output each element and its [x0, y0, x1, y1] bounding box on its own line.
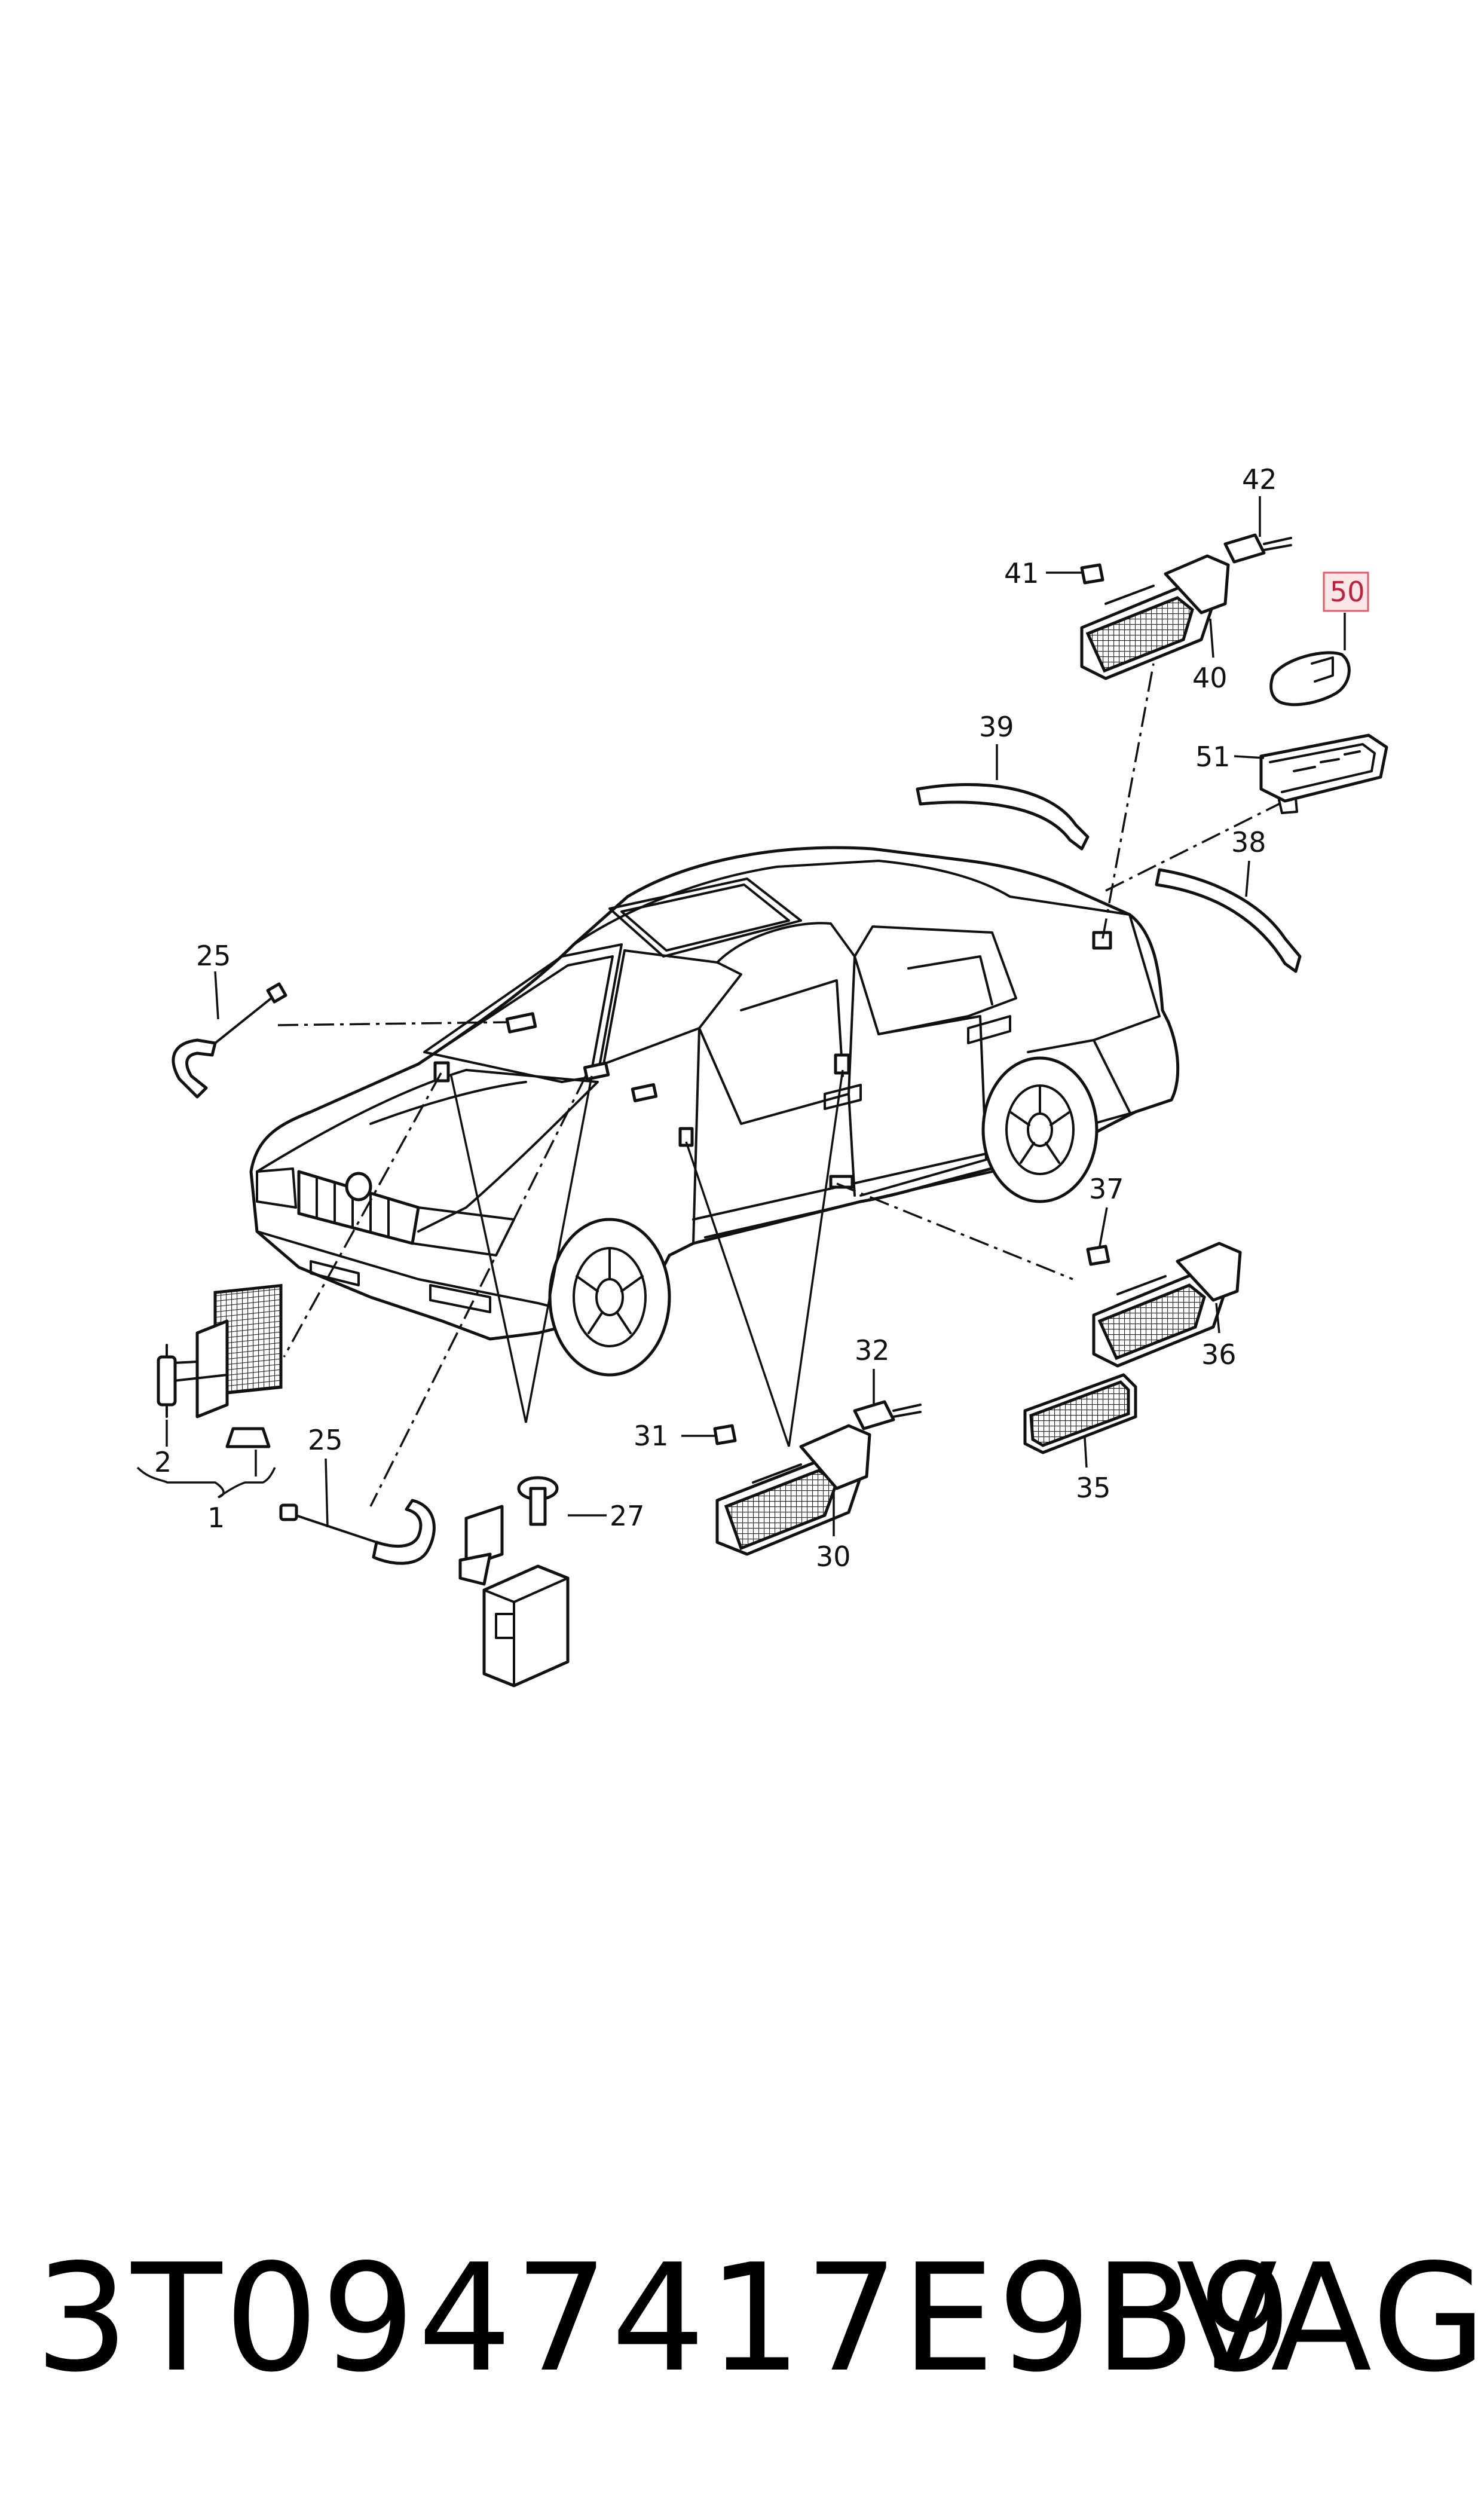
- part-38-trim: [1155, 860, 1302, 973]
- part-35-lens: [1023, 1373, 1137, 1468]
- part-25-cable-upper: [172, 971, 287, 1099]
- callout-30: 30: [816, 1540, 851, 1573]
- callout-1: 1: [207, 1502, 225, 1534]
- callout-51: 51: [1195, 741, 1231, 773]
- part-1-lamp-assembly: [136, 1283, 283, 1499]
- part-40-lamp: [1046, 496, 1292, 680]
- part-50-cover: [1269, 571, 1369, 707]
- callout-25-lower: 25: [308, 1424, 343, 1456]
- part-39-trim: [916, 744, 1090, 851]
- callout-37: 37: [1089, 1173, 1124, 1205]
- brand-name: VAG: [1176, 2233, 1484, 2405]
- leader-lines: [277, 663, 1280, 1507]
- part-25-cable-lower: [279, 1458, 436, 1565]
- callout-38: 38: [1231, 826, 1266, 858]
- callout-31: 31: [634, 1420, 669, 1452]
- part-36-lamp: [1086, 1207, 1242, 1368]
- callout-36: 36: [1201, 1338, 1237, 1371]
- part-number: 3T0947417E9B9: [35, 2233, 1295, 2405]
- callout-41: 41: [1004, 557, 1039, 589]
- callout-39: 39: [979, 711, 1014, 743]
- callout-32: 32: [855, 1334, 890, 1367]
- callout-25-upper: 25: [196, 940, 231, 972]
- callout-42: 42: [1242, 463, 1277, 496]
- callout-labels: 1 2 25 25 27 30 31 32 35 36 37 38 39 40 …: [154, 463, 1365, 1573]
- part-51-housing: [1234, 733, 1388, 814]
- part-30-lamp: [681, 1369, 922, 1556]
- callout-35: 35: [1076, 1472, 1111, 1504]
- highlight-box: [1323, 571, 1369, 612]
- callout-2: 2: [154, 1446, 172, 1478]
- callout-27: 27: [610, 1500, 645, 1532]
- part-27-switch: [458, 1476, 607, 1688]
- parts-diagram: 1 2 25 25 27 30 31 32 35 36 37 38 39 40 …: [136, 463, 1388, 1688]
- car-illustration: [249, 846, 1180, 1377]
- callout-40: 40: [1192, 662, 1228, 694]
- callout-50-highlighted: 50: [1330, 576, 1365, 608]
